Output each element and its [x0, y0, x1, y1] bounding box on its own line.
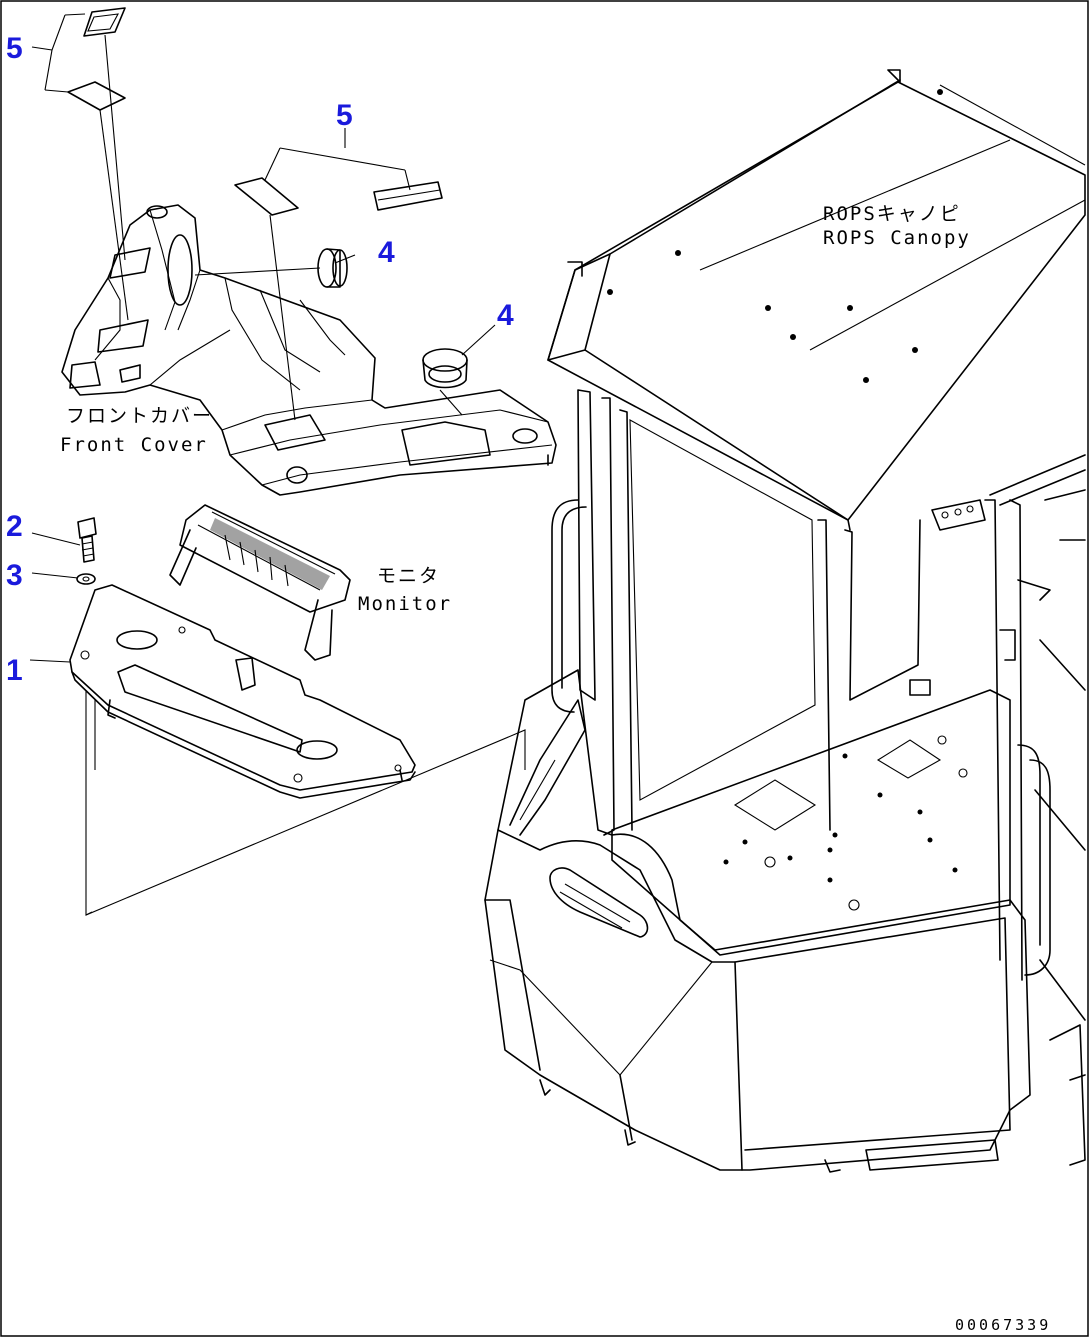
monitor-label-en: Monitor	[358, 593, 452, 615]
panel	[69, 584, 416, 799]
bolt	[77, 517, 97, 563]
floor-holes	[723, 735, 968, 911]
front-cover	[61, 204, 557, 496]
front-cover-label-en: Front Cover	[60, 434, 208, 456]
monitor	[169, 504, 351, 661]
callout-4-upper: 4	[378, 236, 395, 269]
canopy-label-en: ROPS Canopy	[823, 227, 971, 249]
washer	[76, 573, 96, 585]
callout-4-lower: 4	[497, 299, 514, 332]
document-id: 00067339	[955, 1316, 1051, 1334]
label-sticker-top	[83, 7, 126, 37]
callout-5-center: 5	[336, 99, 353, 132]
leader-lines	[29, 13, 526, 916]
roof-bolts	[607, 89, 943, 383]
plug-lower	[422, 348, 468, 389]
monitor-label-jp: モニタ	[377, 565, 440, 587]
label-sticker-left	[67, 81, 126, 111]
callout-5-top-left: 5	[6, 32, 23, 65]
callout-2: 2	[6, 510, 23, 543]
canopy-label-jp: ROPSキャノピ	[823, 203, 961, 225]
callout-1: 1	[6, 654, 23, 687]
front-cover-label-jp: フロントカバー	[66, 405, 213, 427]
plug-upper	[317, 248, 348, 288]
label-sticker-mid-left	[234, 177, 299, 216]
label-sticker-mid-right	[373, 181, 443, 211]
callout-3: 3	[6, 559, 23, 592]
rops-canopy	[484, 69, 1086, 1173]
